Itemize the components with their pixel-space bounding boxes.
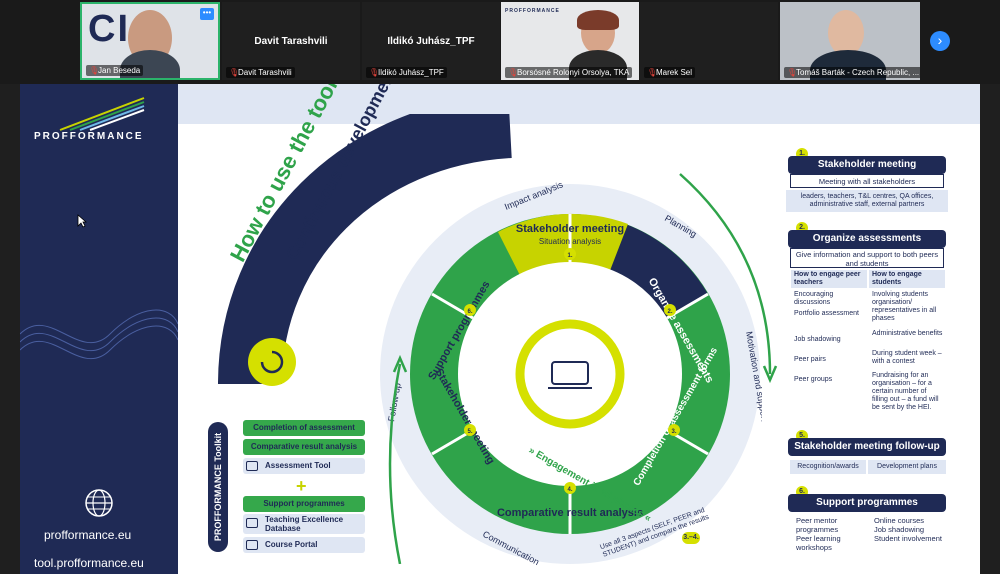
assessment-tool-link[interactable]: Assessment Tool	[243, 458, 365, 474]
list-item: Job shadowing	[874, 525, 948, 534]
cycle-arrows	[350, 144, 850, 564]
slide-sidebar: PROFFORMANCE profformance.eu tool.proffo…	[20, 84, 178, 574]
participant-center-name: Davit Tarashvili	[222, 36, 360, 47]
panel-1-detail: leaders, teachers, T&L centres, QA offic…	[786, 190, 948, 212]
toolkit-vertical-label: PROFFORMANCE Toolkit	[208, 422, 228, 552]
teaching-excellence-link[interactable]: Teaching Excellence Database	[243, 514, 365, 534]
panel-2-header: Organize assessments	[788, 230, 946, 248]
peer-item: Peer groups	[794, 376, 866, 384]
panel-5-header: Stakeholder meeting follow-up	[788, 438, 946, 456]
mic-muted-icon: 🎙	[508, 69, 514, 77]
toolkit-item-support: Support programmes	[243, 496, 365, 512]
panel-5-left: Recognition/awards	[790, 460, 866, 474]
participant-tile-borsosne[interactable]: PROFFORMANCE 🎙Borsósné Rolonyi Orsolya, …	[501, 2, 639, 80]
participant-name-label: 🎙Ildikó Juhász_TPF	[366, 67, 447, 78]
student-item: Fundraising for an organisation – for a …	[872, 372, 944, 412]
participant-name-label: 🎙Davit Tarashvili	[226, 67, 295, 78]
website-link[interactable]: profformance.eu	[44, 528, 131, 542]
panel-1-box: Meeting with all stakeholders	[790, 174, 944, 188]
list-item: Peer learning workshops	[796, 534, 870, 552]
more-options-button[interactable]: •••	[200, 8, 214, 20]
activate-windows-watermark: Activate Windows	[882, 564, 961, 574]
mic-muted-icon: 🎙	[369, 69, 375, 77]
globe-icon	[84, 488, 114, 518]
course-portal-link[interactable]: Course Portal	[243, 537, 365, 553]
list-item: Student involvement	[874, 534, 948, 543]
note-number: 3.–4.	[682, 532, 700, 544]
participant-tile-marek[interactable]: 🎙Marek Sel	[640, 2, 778, 80]
mic-muted-icon: 🎙	[89, 67, 95, 75]
panel-6-col1: Peer mentor programmes Peer learning wor…	[796, 516, 870, 552]
student-item: Involving students organisation/ represe…	[872, 291, 944, 323]
mouse-cursor-icon	[77, 214, 87, 228]
shared-screen-slide: PROFFORMANCE profformance.eu tool.proffo…	[20, 84, 980, 574]
col-student-head: How to engage students	[869, 270, 945, 288]
participant-name-label: 🎙Borsósné Rolonyi Orsolya, TKA	[505, 67, 632, 78]
participant-hair	[577, 10, 619, 30]
peer-item: Encouraging discussions	[794, 291, 866, 307]
participant-strip: CI S ••• 🎙Jan Beseda Davit Tarashvili 🎙D…	[0, 0, 1000, 84]
peer-item: Peer pairs	[794, 356, 866, 364]
toolkit-item-completion: Completion of assessment forms	[243, 420, 365, 436]
tool-link[interactable]: tool.profformance.eu	[34, 556, 144, 570]
mic-muted-icon: 🎙	[787, 69, 793, 77]
list-item: Online courses	[874, 516, 948, 525]
mic-muted-icon: 🎙	[647, 69, 653, 77]
participant-tile-jan-beseda[interactable]: CI S ••• 🎙Jan Beseda	[80, 2, 220, 80]
student-item: Administrative benefits	[872, 330, 944, 338]
participant-name-label: 🎙Tomáš Barták - Czech Republic, ...	[784, 67, 920, 78]
participant-tile-davit[interactable]: Davit Tarashvili 🎙Davit Tarashvili	[222, 2, 360, 80]
mic-muted-icon: 🎙	[229, 69, 235, 77]
list-item: Peer mentor programmes	[796, 516, 870, 534]
peer-item: Job shadowing	[794, 336, 866, 344]
panel-2-box: Give information and support to both pee…	[790, 248, 944, 268]
participant-tile-ildiko[interactable]: Ildikó Juhász_TPF 🎙Ildikó Juhász_TPF	[362, 2, 500, 80]
plus-sign: +	[296, 476, 307, 497]
panel-5-right: Development plans	[868, 460, 946, 474]
brand-name: PROFFORMANCE	[34, 131, 144, 142]
participant-name-label: 🎙Jan Beseda	[86, 65, 143, 76]
next-participants-chevron-icon[interactable]: ›	[930, 31, 950, 51]
profformance-logo-small: PROFFORMANCE	[505, 8, 560, 14]
tool-icon	[246, 461, 258, 471]
participant-center-name: Ildikó Juhász_TPF	[362, 36, 500, 47]
toolkit-item-comparative: Comparative result analysis	[243, 439, 365, 455]
panel-1-header: Stakeholder meeting	[788, 156, 946, 174]
portal-icon	[246, 540, 258, 550]
col-peer-head: How to engage peer teachers	[791, 270, 867, 288]
cycle-badge	[248, 338, 296, 386]
arrow-right	[680, 174, 770, 374]
student-item: During student week – with a contest	[872, 350, 944, 366]
decorative-wave-icon	[20, 294, 178, 374]
participant-tile-tomas[interactable]: 🎙Tomáš Barták - Czech Republic, ...	[780, 2, 920, 80]
panel-6-col2: Online courses Job shadowing Student inv…	[874, 516, 948, 543]
database-icon	[246, 518, 258, 528]
arrow-left	[390, 364, 400, 564]
panel-6-header: Support programmes	[788, 494, 946, 512]
participant-name-label: 🎙Marek Sel	[644, 67, 695, 78]
peer-item: Portfolio assessment	[794, 310, 866, 318]
